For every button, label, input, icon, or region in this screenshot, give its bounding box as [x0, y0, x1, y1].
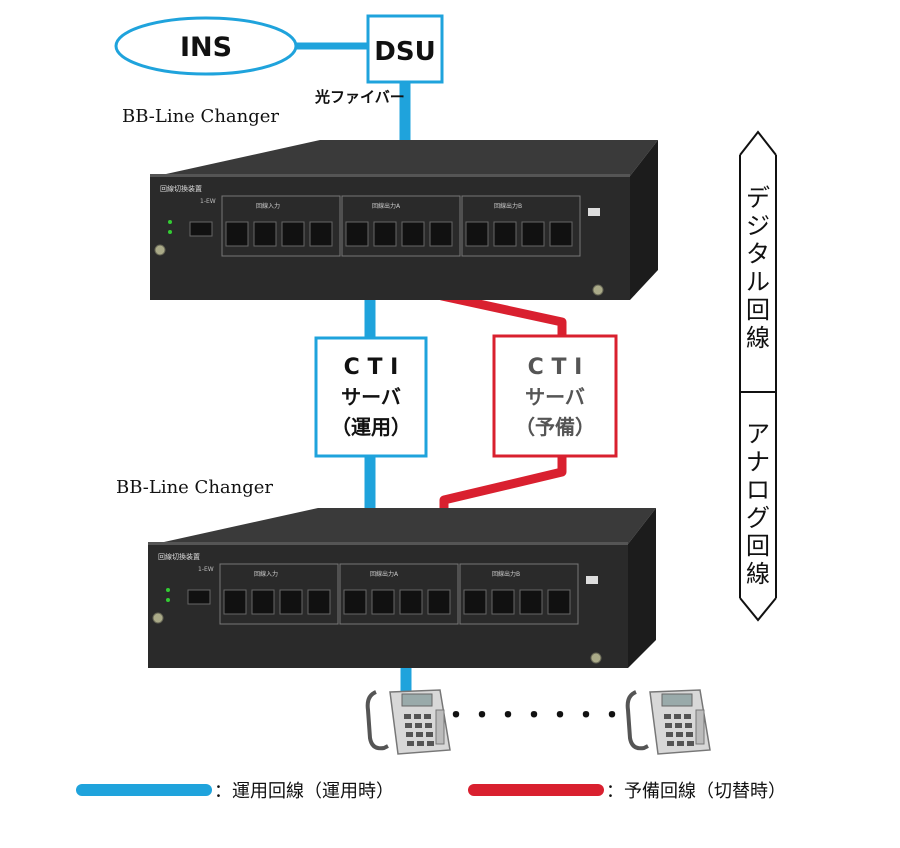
cti-backup-line1: C T I [528, 355, 583, 380]
changer-device-bottom: 回線切換装置 1-EW 回線入力 回線出力A 回線出力B [148, 508, 656, 668]
backup-route-bottom [439, 456, 567, 516]
changer-device-top: 回線切換装置 1-EW 回線入力 回線出力A 回線出力B [150, 140, 658, 300]
digital-char: 回 [746, 296, 770, 324]
digital-char: タ [746, 240, 770, 268]
changer-top-label: BB-Line Changer [122, 106, 279, 127]
changer-bottom-label: BB-Line Changer [116, 477, 273, 498]
legend-operation-label: ：運用回線（運用時） [214, 781, 394, 802]
analog-line-label: ア ナ ロ グ 回 線 [746, 420, 770, 588]
analog-char: 線 [746, 560, 770, 588]
cti-active-line1: C T I [344, 355, 399, 380]
analog-char: ロ [746, 476, 770, 504]
device-top-group-b: 回線出力A [372, 202, 401, 210]
device-bottom-group-b: 回線出力A [370, 570, 399, 578]
analog-char: 回 [746, 532, 770, 560]
analog-char: ナ [746, 448, 770, 476]
digital-char: ル [746, 268, 770, 296]
analog-char: グ [746, 504, 770, 532]
device-top-title: 回線切換装置 [160, 184, 202, 193]
device-bottom-ports [223, 589, 571, 615]
cti-backup-line3: （予備） [515, 415, 595, 439]
cti-backup-line2: サーバ [525, 385, 585, 409]
device-top-group-c: 回線出力B [494, 202, 522, 210]
telephone-icon [625, 689, 711, 755]
phone-ellipsis: ・・・・・・・ [443, 701, 625, 731]
cti-active-line2: サーバ [341, 385, 401, 409]
dsu-node: DSU [366, 14, 444, 84]
digital-char: 線 [746, 324, 770, 352]
device-top-group-a: 回線入力 [256, 202, 280, 210]
ins-node: INS [114, 16, 298, 76]
cti-server-active: C T I サーバ （運用） [314, 336, 428, 458]
line-type-bracket [739, 130, 777, 622]
analog-char: ア [746, 420, 770, 448]
telephone-icon [365, 689, 451, 755]
cti-server-backup: C T I サーバ （予備） [492, 334, 618, 458]
digital-line-label: デ ジ タ ル 回 線 [746, 184, 770, 352]
digital-char: デ [746, 184, 770, 212]
ins-label: INS [180, 32, 232, 63]
legend: ：運用回線（運用時） ：予備回線（切替時） [76, 781, 786, 802]
legend-backup-label: ：予備回線（切替時） [606, 781, 786, 802]
dsu-label: DSU [374, 37, 435, 67]
device-bottom-group-c: 回線出力B [492, 570, 520, 578]
digital-char: ジ [746, 212, 770, 240]
fiber-label: 光ファイバー [314, 88, 405, 106]
device-bottom-group-a: 回線入力 [254, 570, 278, 578]
device-top-model: 1-EW [200, 198, 216, 205]
cti-active-line3: （運用） [331, 415, 411, 439]
device-bottom-model: 1-EW [198, 566, 214, 573]
device-bottom-title: 回線切換装置 [158, 552, 200, 561]
device-top-ports [225, 221, 573, 247]
